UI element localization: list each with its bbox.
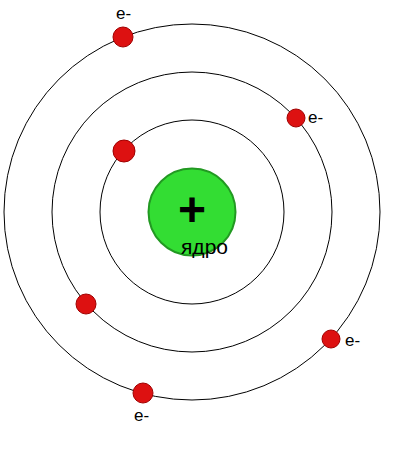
electron-dot [113, 27, 133, 47]
electron-label: e- [345, 331, 360, 351]
nucleus-circle: +ядро [147, 167, 237, 257]
orbit [100, 120, 284, 304]
electron-label: e- [134, 406, 149, 426]
charge-sign: + [178, 186, 206, 234]
electron-dot [322, 330, 340, 348]
electron-dot [287, 109, 305, 127]
electron-dot [76, 294, 96, 314]
nucleus-label: ядро [181, 235, 228, 258]
orbit [52, 72, 332, 352]
electron-label: e- [116, 4, 131, 24]
orbit [4, 24, 380, 400]
electron-dot [133, 383, 153, 403]
electron-label: e- [308, 108, 323, 128]
electron-dot [113, 140, 135, 162]
